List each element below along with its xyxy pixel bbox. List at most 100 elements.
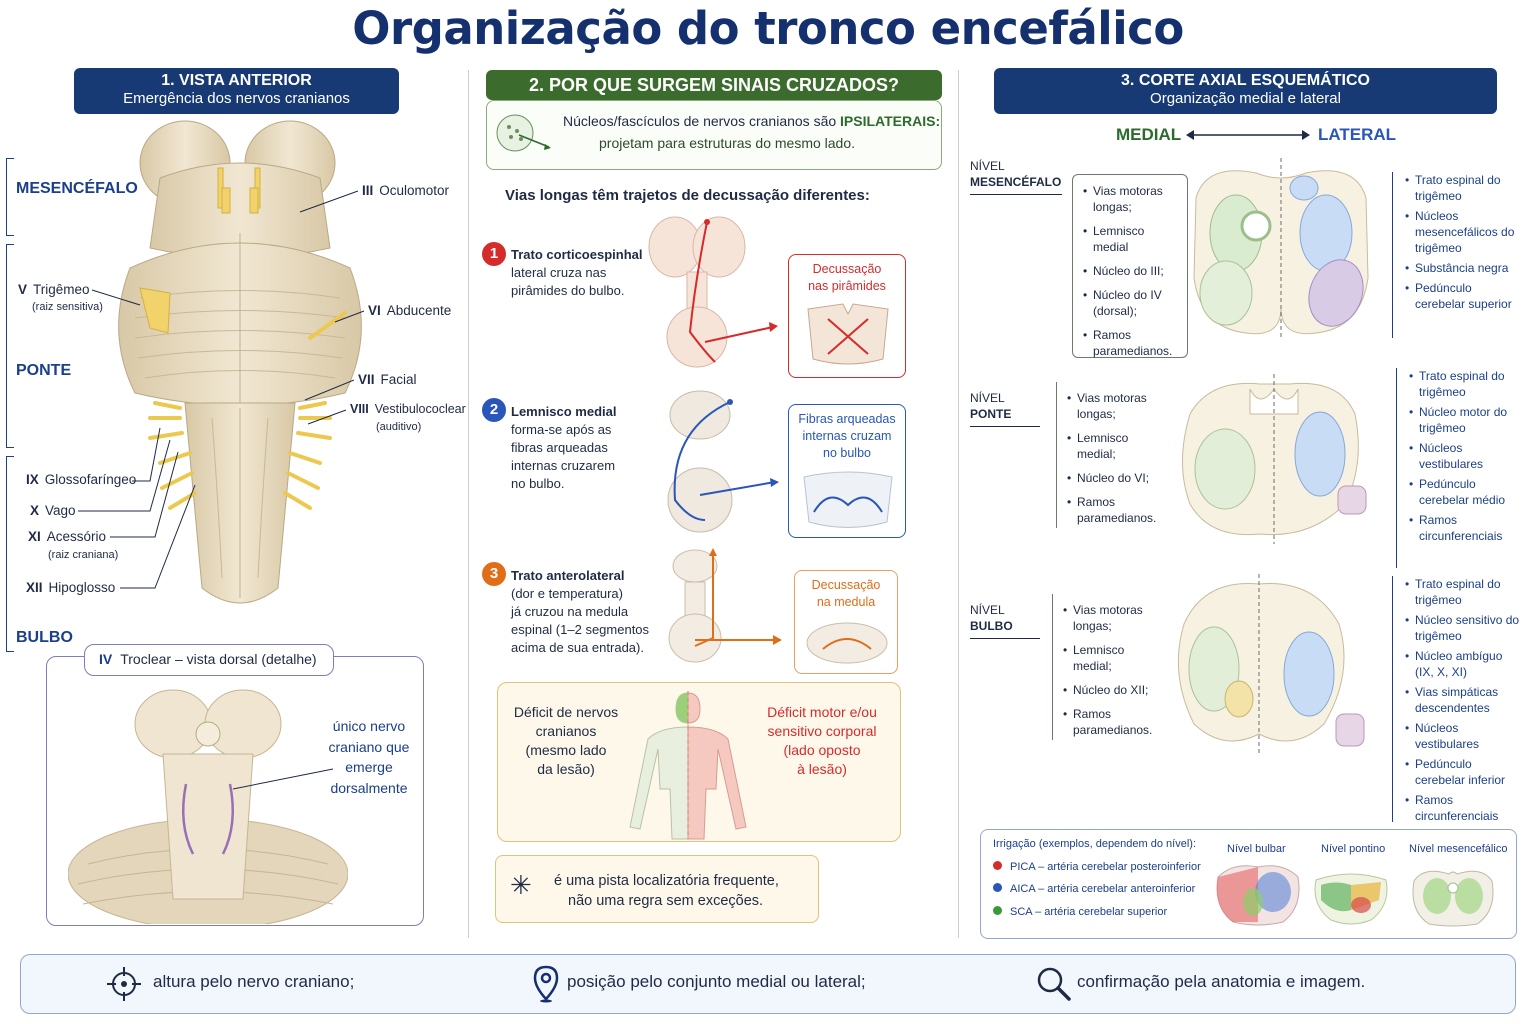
irrigation-title: Irrigação (exemplos, dependem do nível): bbox=[993, 838, 1196, 850]
level-label-mesencefalo: MESENCÉFALO bbox=[16, 180, 138, 197]
nerve-name-ix: Glossofaríngeo bbox=[44, 472, 137, 487]
lateral-item: Vias simpáticas descendentes bbox=[1405, 684, 1524, 716]
step-1-tag-line: nas pirâmides bbox=[808, 279, 886, 293]
medial-item: Lemnisco medial bbox=[1083, 223, 1183, 255]
step-3-tag-line: na medula bbox=[816, 595, 876, 609]
deficit-left-line: (mesmo lado bbox=[525, 742, 607, 758]
footer-item-confirmation: confirmação pela anatomia e imagem. bbox=[1077, 972, 1366, 991]
nerve-name-vi: Abducente bbox=[386, 303, 452, 318]
medial-item: Núcleo do III; bbox=[1083, 263, 1183, 279]
step-2-text: Lemnisco medial forma-se após as fibras … bbox=[511, 403, 616, 493]
nerve-num-vii: VII bbox=[358, 372, 375, 387]
nerve-name-viii: Vestibulococlear bbox=[374, 402, 466, 416]
nerve-num-vi: VI bbox=[368, 303, 381, 318]
intro-line2: projetam para estruturas do mesmo lado. bbox=[599, 135, 856, 151]
nerve-name-v: Trigêmeo bbox=[33, 282, 90, 297]
nuclei-icon bbox=[496, 114, 551, 152]
nerve-leader-lines bbox=[78, 190, 365, 589]
lateral-item: Núcleos mesencefálicos do trigêmeo bbox=[1405, 208, 1522, 256]
medial-item: Núcleo do VI; bbox=[1067, 470, 1164, 486]
bracket-mesencefalo bbox=[6, 158, 14, 236]
nerve-name-vii: Facial bbox=[380, 372, 417, 387]
step-1-line: pirâmides do bulbo. bbox=[511, 283, 625, 298]
pica-dot-icon bbox=[993, 861, 1002, 870]
nerve-note-v: (raiz sensitiva) bbox=[32, 301, 103, 313]
medial-item: Vias motoras longas; bbox=[1067, 390, 1164, 422]
column-divider-2 bbox=[958, 70, 959, 938]
lateral-item: Trato espinal do trigêmeo bbox=[1409, 368, 1524, 400]
lateral-list-ponte: Trato espinal do trigêmeo Núcleo motor d… bbox=[1396, 368, 1524, 568]
level-name-prefix: NÍVEL bbox=[970, 159, 1005, 173]
deficit-left-line: da lesão) bbox=[537, 761, 595, 777]
level-name-main: MESENCÉFALO bbox=[970, 174, 1062, 195]
nerve-num-x: X bbox=[30, 503, 40, 518]
spinal-decussation-icon bbox=[806, 622, 888, 664]
step-2-tag-line: Fibras arqueadas bbox=[798, 412, 896, 426]
lateral-item: Pedúnculo cerebelar superior bbox=[1405, 280, 1522, 312]
level-name-main: BULBO bbox=[970, 618, 1040, 639]
step-1-tag-line: Decussação bbox=[812, 262, 882, 276]
lateral-item: Núcleo ambíguo (IX, X, XI) bbox=[1405, 648, 1524, 680]
lateral-label: LATERAL bbox=[1318, 125, 1397, 144]
step-2-line: fibras arqueadas bbox=[511, 440, 608, 455]
brainstem-anterior-illustration bbox=[118, 120, 362, 604]
step-2-number: 2 bbox=[482, 398, 506, 422]
crosshair-icon bbox=[107, 967, 141, 1001]
step-1-tag: Decussação nas pirâmides bbox=[788, 254, 906, 378]
tip-text: é uma pista localizatória frequente, não… bbox=[554, 871, 779, 911]
pyramid-decussation-icon bbox=[807, 303, 889, 365]
troclear-note-line: craniano que bbox=[328, 738, 410, 755]
panel1-header: 1. VISTA ANTERIOR Emergência dos nervos … bbox=[74, 68, 399, 114]
deficit-right-line: à lesão) bbox=[797, 761, 847, 777]
nerve-name-xii: Hipoglosso bbox=[48, 580, 116, 595]
deficit-right-line: (lado oposto bbox=[783, 742, 861, 758]
pathway-2-illustration bbox=[667, 390, 779, 533]
nerve-name-xi: Acessório bbox=[46, 529, 107, 544]
troclear-label: Troclear – vista dorsal (detalhe) bbox=[120, 651, 317, 667]
irrigation-item-aica: AICA – artéria cerebelar anteroinferior bbox=[993, 883, 1195, 895]
deficit-contralateral-text: Déficit motor e/ou sensitivo corporal (l… bbox=[752, 703, 892, 779]
step-3-title: Trato anterolateral bbox=[511, 568, 625, 583]
nerve-label-x: X Vago bbox=[30, 503, 76, 518]
bracket-bulbo bbox=[6, 456, 14, 652]
thumb-mesencefalico-illustration bbox=[1412, 870, 1494, 927]
pathway-3-illustration bbox=[668, 548, 782, 663]
brainstem-dorsal-illustration bbox=[68, 689, 348, 924]
troclear-note-line: único nervo bbox=[332, 718, 406, 734]
step-3-line: espinal (1–2 segmentos bbox=[511, 622, 650, 637]
nerve-name-x: Vago bbox=[45, 503, 76, 518]
axial-section-pons bbox=[1182, 374, 1367, 544]
medial-item: Núcleo do XII; bbox=[1063, 682, 1160, 698]
step-3-line: já cruzou na medula bbox=[511, 604, 629, 619]
troclear-num: IV bbox=[99, 651, 113, 667]
body-hemilesion-illustration bbox=[629, 691, 747, 840]
step-3-line: (dor e temperatura) bbox=[511, 586, 623, 601]
step-1-tag-label: Decussação nas pirâmides bbox=[789, 255, 905, 295]
panel2-subtitle: Vias longas têm trajetos de decussação d… bbox=[505, 187, 870, 204]
medial-item: Lemnisco medial; bbox=[1067, 430, 1164, 462]
medial-list-bulbo: Vias motoras longas; Lemnisco medial; Nú… bbox=[1052, 594, 1164, 740]
lateral-item: Ramos circunferenciais bbox=[1405, 792, 1524, 824]
level-name-prefix: NÍVEL bbox=[970, 603, 1005, 617]
tip-line: não uma regra sem exceções. bbox=[568, 893, 764, 909]
level-label-ponte: PONTE bbox=[16, 362, 72, 379]
lateral-item: Pedúnculo cerebelar inferior bbox=[1405, 756, 1524, 788]
footer-item-position: posição pelo conjunto medial ou lateral; bbox=[567, 972, 866, 991]
lateral-item: Núcleos vestibulares bbox=[1409, 440, 1524, 472]
nerve-num-iii: III bbox=[362, 183, 374, 198]
thumb-label-bulbar: Nível bulbar bbox=[1227, 843, 1286, 855]
thumb-label-mesencefalico: Nível mesencefálico bbox=[1409, 843, 1508, 855]
step-2-title: Lemnisco medial bbox=[511, 404, 617, 419]
level-name-bulbo: NÍVEL BULBO bbox=[970, 602, 1040, 639]
lateral-item: Ramos circunferenciais bbox=[1409, 512, 1524, 544]
bracket-ponte bbox=[6, 244, 14, 448]
lateral-item: Substância negra bbox=[1405, 260, 1522, 276]
thumb-label-pontino: Nível pontino bbox=[1321, 843, 1386, 855]
medial-item: Ramos paramedianos. bbox=[1067, 494, 1164, 526]
footer-bar: altura pelo nervo craniano; posição pelo… bbox=[20, 954, 1516, 1014]
footer-item-height: altura pelo nervo craniano; bbox=[153, 972, 355, 991]
step-3-tag-line: Decussação bbox=[811, 578, 881, 592]
tip-line: é uma pista localizatória frequente, bbox=[554, 873, 779, 889]
